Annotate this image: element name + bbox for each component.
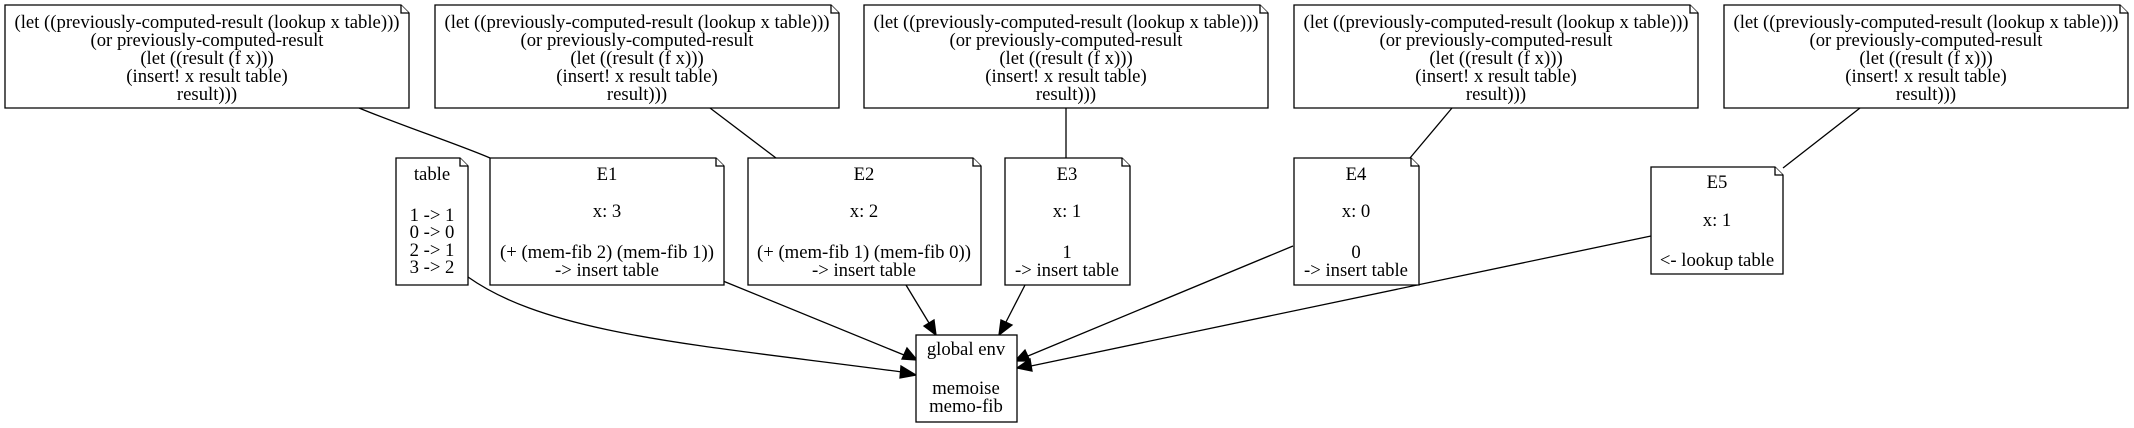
env-e5-line-1: E5 (1707, 172, 1728, 193)
edge-e4-to-global (1027, 245, 1294, 357)
arrowhead-e5-to-global (1015, 357, 1033, 372)
table-note-line-4: 0 -> 0 (410, 222, 455, 243)
code-note-3-line-4: (insert! x result table) (985, 66, 1146, 87)
env-e2-line-5: (+ (mem-fib 1) (mem-fib 0)) (757, 242, 971, 263)
env-e5-line-5: <- lookup table (1660, 250, 1774, 271)
code-note-1-line-5: result))) (177, 84, 237, 105)
code-note-3: (let ((previously-computed-result (looku… (863, 4, 1269, 109)
code-note-5-line-1: (let ((previously-computed-result (looku… (1733, 12, 2118, 33)
edge-table-to-global (467, 276, 903, 373)
code-note-4-line-2: (or previously-computed-result (1379, 30, 1613, 51)
global-env-line-1: global env (927, 339, 1006, 360)
table-note-line-5: 2 -> 1 (410, 240, 455, 261)
edge-code1-to-e1 (358, 107, 491, 159)
arrowhead-e1-to-global (901, 346, 919, 361)
env-e1-line-6: -> insert table (555, 260, 659, 281)
edge-code2-to-e2 (709, 107, 777, 159)
code-note-4-line-1: (let ((previously-computed-result (looku… (1303, 12, 1688, 33)
table-note-line-6: 3 -> 2 (410, 257, 455, 278)
env-e2-line-6: -> insert table (812, 260, 916, 281)
table-note-line-1: table (414, 164, 450, 185)
edge-code4-to-e4 (1409, 107, 1453, 159)
code-note-1-line-1: (let ((previously-computed-result (looku… (14, 12, 399, 33)
global-env-line-3: memoise (932, 378, 999, 399)
code-note-1-line-2: (or previously-computed-result (90, 30, 324, 51)
edges (358, 107, 1861, 379)
code-note-2-line-5: result))) (607, 84, 667, 105)
code-note-5-line-4: (insert! x result table) (1845, 66, 2006, 87)
code-note-5-line-2: (or previously-computed-result (1809, 30, 2043, 51)
env-e3-line-5: 1 (1062, 242, 1071, 263)
env-e5-line-3: x: 1 (1703, 210, 1732, 231)
code-note-5-line-3: (let ((result (f x))) (1859, 48, 1992, 69)
code-note-1-line-4: (insert! x result table) (126, 66, 287, 87)
table-note-line-3: 1 -> 1 (410, 205, 455, 226)
arrowhead-e2-to-global (922, 318, 937, 337)
env-e2-line-3: x: 2 (850, 201, 879, 222)
code-note-3-line-2: (or previously-computed-result (949, 30, 1183, 51)
code-note-4: (let ((previously-computed-result (looku… (1293, 4, 1699, 109)
code-note-2: (let ((previously-computed-result (looku… (434, 4, 840, 109)
env-e3: E3 x: 1 1 -> insert table (1004, 157, 1131, 286)
table-note: table 1 -> 1 0 -> 0 2 -> 1 3 -> 2 (395, 157, 469, 286)
env-e1-line-3: x: 3 (593, 201, 622, 222)
code-note-4-line-3: (let ((result (f x))) (1429, 48, 1562, 69)
global-env-line-4: memo-fib (929, 396, 1003, 417)
env-e3-line-1: E3 (1057, 164, 1078, 185)
code-note-2-line-4: (insert! x result table) (556, 66, 717, 87)
edge-e1-to-global (722, 280, 905, 356)
code-note-5: (let ((previously-computed-result (looku… (1723, 4, 2129, 109)
env-e4: E4 x: 0 0 -> insert table (1293, 157, 1420, 286)
env-e3-line-6: -> insert table (1015, 260, 1119, 281)
edge-code5-to-e5 (1782, 107, 1861, 169)
code-note-4-line-4: (insert! x result table) (1415, 66, 1576, 87)
arrowhead-e3-to-global (998, 319, 1014, 337)
code-note-3-line-5: result))) (1036, 84, 1096, 105)
code-note-2-line-2: (or previously-computed-result (520, 30, 754, 51)
env-e4-line-6: -> insert table (1304, 260, 1408, 281)
edge-e2-to-global (905, 284, 930, 324)
env-e1-line-5: (+ (mem-fib 2) (mem-fib 1)) (500, 242, 714, 263)
arrowhead-table-to-global (899, 364, 918, 379)
code-note-3-line-1: (let ((previously-computed-result (looku… (873, 12, 1258, 33)
code-note-4-line-5: result))) (1466, 84, 1526, 105)
code-note-2-line-1: (let ((previously-computed-result (looku… (444, 12, 829, 33)
env-e4-line-5: 0 (1351, 242, 1360, 263)
edge-e3-to-global (1005, 284, 1026, 323)
env-e3-line-3: x: 1 (1053, 201, 1082, 222)
env-e2-line-1: E2 (854, 164, 875, 185)
code-note-3-line-3: (let ((result (f x))) (999, 48, 1132, 69)
code-note-2-line-3: (let ((result (f x))) (570, 48, 703, 69)
arrowhead-e4-to-global (1013, 348, 1032, 362)
code-note-1-line-3: (let ((result (f x))) (140, 48, 273, 69)
env-e4-line-1: E4 (1346, 164, 1367, 185)
global-env-box: global env memoise memo-fib (915, 334, 1018, 423)
edge-e5-to-global (1030, 235, 1652, 367)
env-e5: E5 x: 1 <- lookup table (1650, 166, 1784, 275)
env-e2: E2 x: 2 (+ (mem-fib 1) (mem-fib 0)) -> i… (747, 157, 982, 286)
env-e4-line-3: x: 0 (1342, 201, 1371, 222)
code-note-5-line-5: result))) (1896, 84, 1956, 105)
code-note-1: (let ((previously-computed-result (looku… (4, 4, 410, 109)
env-e1-line-1: E1 (597, 164, 618, 185)
env-e1: E1 x: 3 (+ (mem-fib 2) (mem-fib 1)) -> i… (489, 157, 725, 286)
